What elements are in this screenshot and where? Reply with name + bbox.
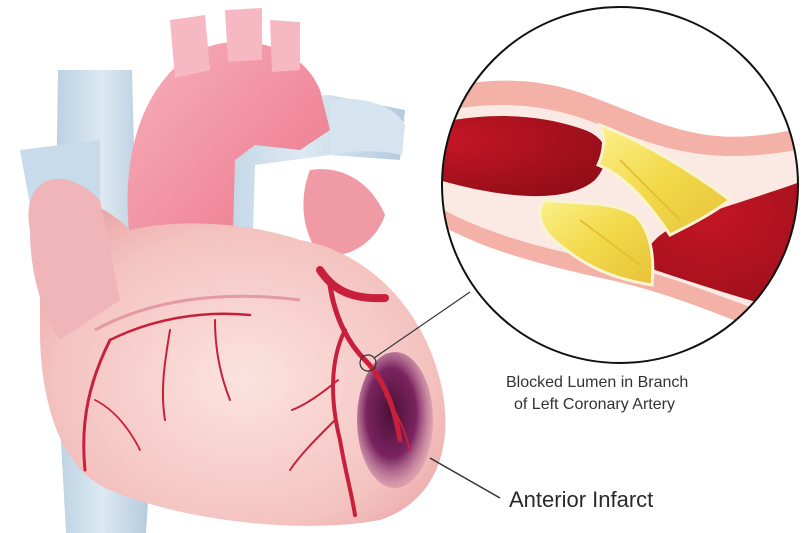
lumen-label-line1: Blocked Lumen in Branch bbox=[506, 374, 688, 392]
infarct-leader-line bbox=[430, 458, 500, 498]
infarct-label: Anterior Infarct bbox=[509, 487, 653, 513]
lumen-label-line2: of Left Coronary Artery bbox=[514, 396, 675, 414]
